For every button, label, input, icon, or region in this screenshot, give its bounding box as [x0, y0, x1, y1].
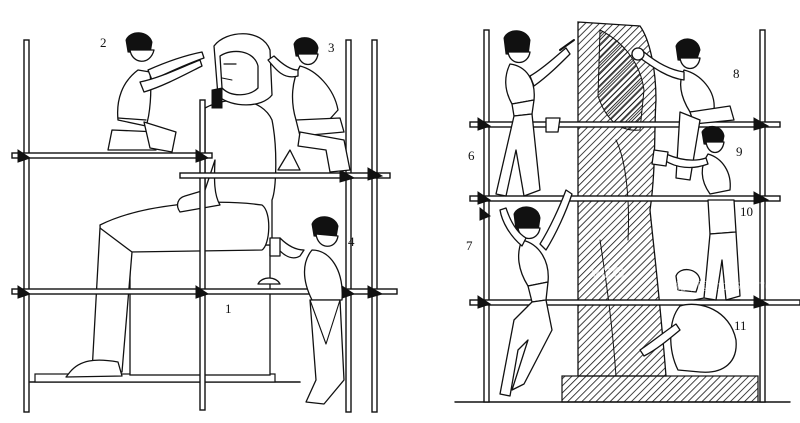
statue-arm [176, 159, 221, 213]
figure-9-worker [651, 126, 731, 195]
figure-4-polisher [269, 216, 345, 405]
statue-pedestal [561, 375, 759, 403]
rope-ties-right [477, 117, 770, 309]
watermark-caption: 视觉中国 | 1145184707 [664, 279, 777, 293]
right-panel: 6 7 8 9 10 11 VCG 视觉中国 | 1145184707 [454, 21, 800, 403]
beam [469, 121, 781, 128]
watermark-logo: VCG [590, 265, 625, 282]
figure-7-worker [499, 189, 573, 397]
pole [759, 29, 766, 403]
label-figure-9: 9 [736, 144, 743, 159]
figure-6-worker [495, 30, 575, 197]
label-figure-3: 3 [328, 40, 335, 55]
statue-beard [211, 87, 223, 109]
left-scaffold [11, 39, 398, 413]
label-figure-11: 11 [734, 318, 747, 333]
pole [345, 39, 352, 413]
figure-2-sculptor [107, 32, 205, 153]
figure-8-worker [631, 38, 735, 181]
left-panel: 1 2 3 4 [11, 32, 398, 413]
beam [469, 299, 800, 306]
figure-3-sculptor [267, 37, 351, 173]
rope-ties [17, 149, 384, 299]
beam [469, 195, 781, 202]
beam [11, 152, 213, 159]
label-figure-8: 8 [733, 66, 740, 81]
pole [199, 99, 206, 411]
label-figure-7: 7 [466, 238, 473, 253]
label-figure-4: 4 [348, 234, 355, 249]
label-figure-2: 2 [100, 35, 107, 50]
label-figure-1: 1 [225, 301, 232, 316]
pole [371, 39, 378, 413]
figure-10-worker [693, 199, 741, 301]
figure-11-worker [639, 269, 737, 373]
watermark: VCG 视觉中国 | 1145184707 [590, 265, 777, 293]
statue-face [219, 50, 259, 96]
statue-head-right [597, 29, 645, 131]
right-scaffold [469, 29, 800, 403]
seated-statue [29, 33, 301, 383]
statue-leg [91, 227, 133, 373]
pole [23, 39, 30, 413]
label-figure-6: 6 [468, 148, 475, 163]
beam [179, 172, 391, 179]
statue-foot [65, 359, 123, 378]
oil-lamp [257, 277, 281, 285]
label-figure-10: 10 [740, 204, 753, 219]
